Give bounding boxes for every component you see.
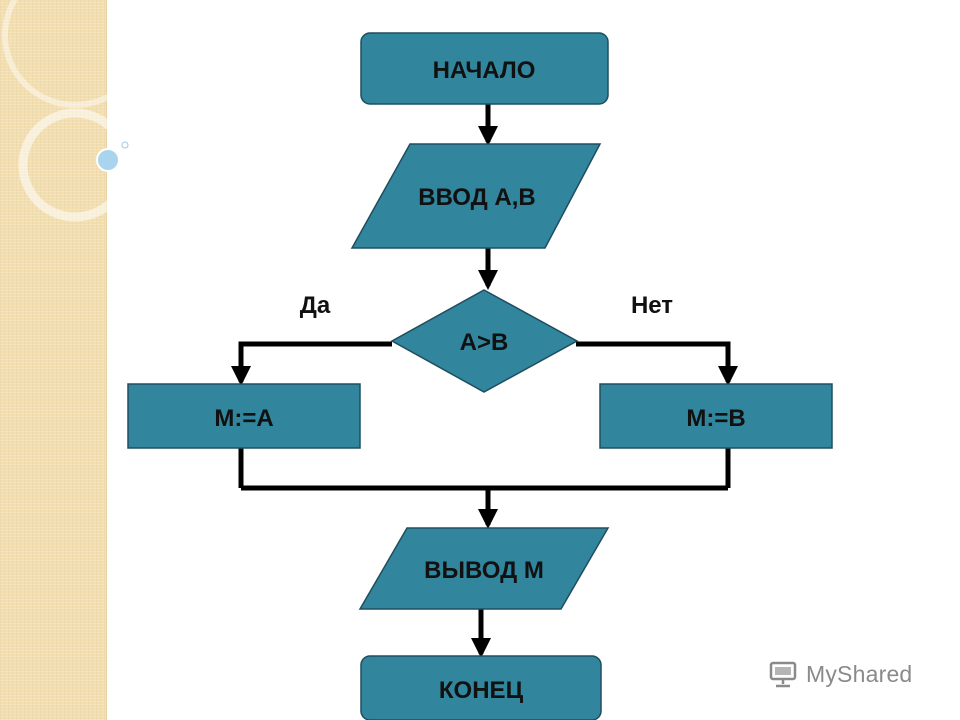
output-node: ВЫВОД M — [358, 527, 610, 610]
connectors — [231, 104, 738, 658]
no-branch-label: Нет — [631, 292, 673, 319]
watermark-text: MyShared — [806, 660, 913, 687]
arrow-condition-no — [576, 341, 738, 386]
assign-yes-node: M:=A — [127, 383, 361, 449]
input-node: ВВОД A,B — [350, 143, 602, 249]
start-label: НАЧАЛО — [433, 57, 536, 84]
decorative-rings — [2, 0, 148, 222]
watermark: MyShared — [768, 656, 912, 692]
arrow-condition-yes — [231, 341, 392, 386]
condition-node: A>B — [390, 289, 579, 393]
assign-no-node: M:=B — [599, 383, 833, 449]
assign-yes-label: M:=A — [214, 405, 273, 432]
input-label: ВВОД A,B — [418, 184, 536, 211]
end-label: КОНЕЦ — [439, 677, 524, 704]
end-node: КОНЕЦ — [360, 655, 602, 720]
output-label: ВЫВОД M — [424, 557, 544, 584]
yes-branch-label: Да — [300, 292, 331, 319]
condition-label: A>B — [460, 329, 509, 356]
presentation-screen-icon — [768, 660, 798, 688]
start-node: НАЧАЛО — [360, 32, 609, 105]
assign-no-label: M:=B — [686, 405, 745, 432]
